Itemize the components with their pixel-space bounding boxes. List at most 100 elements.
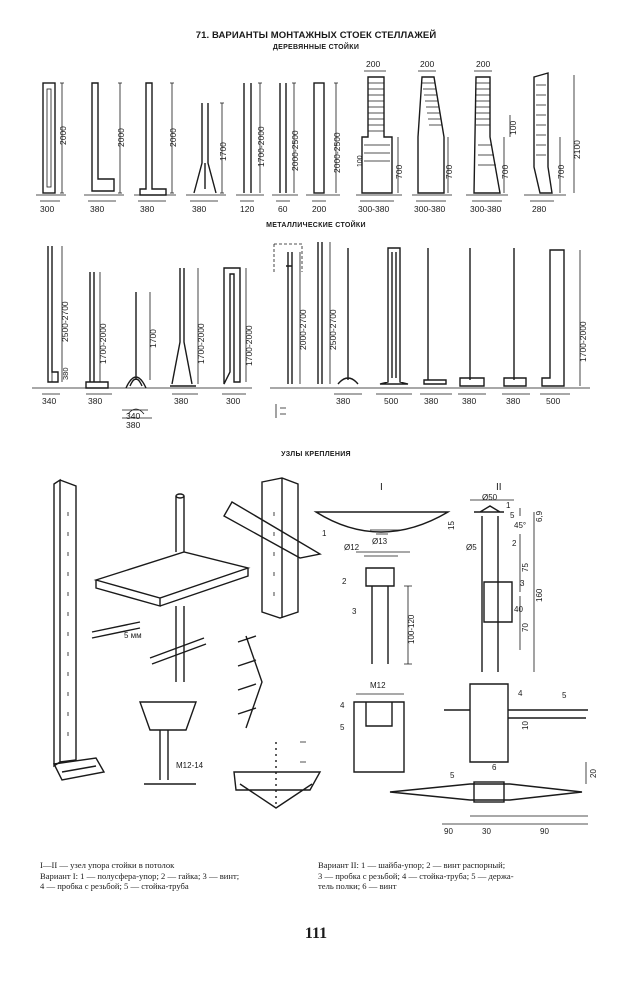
- metal-post-11: [459, 248, 485, 387]
- metal-arc-2: 380: [126, 420, 140, 430]
- metal-w-2: 380: [88, 396, 102, 406]
- dim-40: 40: [514, 605, 523, 614]
- metal-w-9: 380: [506, 396, 520, 406]
- wood-posts-figure: 2000 2000 2000 1700 1700-2000 2000-2500 …: [36, 59, 582, 214]
- wood-post-10: [473, 76, 501, 194]
- metal-h-6: 2000-2700: [298, 309, 308, 350]
- wood-post-2: [91, 82, 115, 192]
- wood-post-3: [139, 82, 167, 196]
- mounting-nodes-figure: 5 мм М12-14 I II Ø12 Ø13 100-120 М12 15 …: [52, 477, 598, 836]
- wood-top-4: 100: [357, 155, 364, 167]
- wood-post-4: [193, 103, 217, 194]
- part-I-4: 4: [340, 701, 345, 710]
- part-II-5b: 5: [450, 771, 455, 780]
- part-I-5: 5: [340, 723, 345, 732]
- hemisphere: [313, 511, 451, 533]
- metal-h-4: 1700-2000: [196, 323, 206, 364]
- wood-h-11: 100: [508, 121, 518, 135]
- metal-post-13: [541, 249, 565, 387]
- metal-post-9: [379, 247, 409, 385]
- bolt-I: [365, 567, 395, 664]
- metal-h-5: 1700-2000: [244, 325, 254, 366]
- part-II-3: 3: [520, 579, 525, 588]
- part-II-5: 5: [562, 691, 567, 700]
- shelf-plate: [93, 551, 251, 607]
- wood-post-5: [243, 83, 252, 193]
- wood-w-9: 300-380: [414, 204, 445, 214]
- wood-w-6: 60: [278, 204, 288, 214]
- metal-arc-1: 340: [126, 411, 140, 421]
- metal-h-3: 1700: [148, 329, 158, 348]
- wood-top-2: 200: [420, 59, 434, 69]
- part-I-2: 2: [342, 577, 347, 586]
- wood-w-11: 280: [532, 204, 546, 214]
- metal-w-3: 380: [174, 396, 188, 406]
- dim-phi5: Ø5: [466, 543, 477, 552]
- caption-left: I—II — узел упора стойки в потолок Вариа…: [40, 860, 290, 892]
- dim-30: 30: [482, 827, 491, 836]
- part-II-4: 4: [518, 689, 523, 698]
- variant-I-label: I: [380, 482, 383, 493]
- tube-stand: [175, 496, 185, 682]
- dim-m12: М12: [370, 681, 386, 690]
- metal-post-1: [47, 246, 59, 383]
- dim-5: 5: [510, 511, 515, 520]
- caption-left-line-3: 4 — пробка с резьбой; 5 — стойка-труба: [40, 881, 189, 891]
- metal-w-10: 500: [546, 396, 560, 406]
- metal-w-4: 300: [226, 396, 240, 406]
- metal-w-8: 380: [462, 396, 476, 406]
- wood-post-8: [361, 76, 393, 194]
- dim-100-120: 100-120: [407, 614, 416, 644]
- wood-w-10: 300-380: [470, 204, 501, 214]
- shelf-holder: [389, 783, 583, 801]
- wood-w-5: 120: [240, 204, 254, 214]
- wood-section-title: ДЕРЕВЯННЫЕ СТОЙКИ: [272, 44, 360, 51]
- metal-w-6: 500: [384, 396, 398, 406]
- caption-right-line-2: 3 — пробка с резьбой; 4 — стойка-труба; …: [318, 870, 514, 881]
- metal-small: 380: [61, 367, 70, 380]
- wood-h-3: 2000: [168, 128, 178, 147]
- metal-posts-figure: 2500-2700 1700-2000 1700 1700-2000 1700-…: [32, 242, 590, 430]
- label-5mm: 5 мм: [124, 631, 142, 640]
- metal-w-7: 380: [424, 396, 438, 406]
- wood-post-1: [42, 82, 56, 194]
- dim-phi50: Ø50: [482, 493, 498, 502]
- rack-upright: [261, 477, 299, 619]
- caption-left-line-2: Вариант I: 1 — полусфера-упор; 2 — гайка…: [40, 870, 240, 881]
- wood-h-13: 2100: [572, 140, 582, 159]
- metal-post-10: [423, 248, 447, 385]
- wood-post-9: [417, 76, 445, 194]
- wood-h-10: 700: [500, 165, 510, 179]
- wood-h-12: 700: [556, 165, 566, 179]
- wood-h-8: 700: [394, 165, 404, 179]
- metal-w-1: 340: [42, 396, 56, 406]
- wood-top-1: 200: [366, 59, 380, 69]
- tube-II-lower: [469, 683, 509, 763]
- wood-top-3: 200: [476, 59, 490, 69]
- dim-phi12: Ø12: [344, 543, 360, 552]
- metal-h-1: 2500-2700: [60, 301, 70, 342]
- dim-75: 75: [521, 563, 530, 572]
- perforated-upright: [53, 478, 77, 768]
- foot-detail: [139, 701, 197, 785]
- shelf-bracket: [223, 501, 322, 559]
- dim-6-9: 6,9: [535, 510, 544, 522]
- metal-post-4: [170, 268, 196, 387]
- plug-II: [483, 581, 513, 623]
- wood-post-7: [313, 82, 325, 194]
- caption-right-line-3: тель полки; 6 — винт: [318, 881, 397, 891]
- metal-post-7: [317, 242, 323, 384]
- wood-w-4: 380: [192, 204, 206, 214]
- dim-20: 20: [589, 769, 598, 778]
- part-II-2: 2: [512, 539, 517, 548]
- dim-90-left: 90: [444, 827, 453, 836]
- wood-post-11: [533, 72, 553, 194]
- wood-h-5: 1700-2000: [256, 126, 266, 167]
- wood-post-6: [279, 83, 287, 193]
- page-title: 71. ВАРИАНТЫ МОНТАЖНЫХ СТОЕК СТЕЛЛАЖЕЙ: [195, 30, 437, 41]
- part-II-1: 1: [506, 501, 511, 510]
- wood-w-2: 380: [90, 204, 104, 214]
- caption-left-line-1: I—II — узел упора стойки в потолок: [40, 860, 175, 870]
- variant-II-label: II: [496, 482, 502, 493]
